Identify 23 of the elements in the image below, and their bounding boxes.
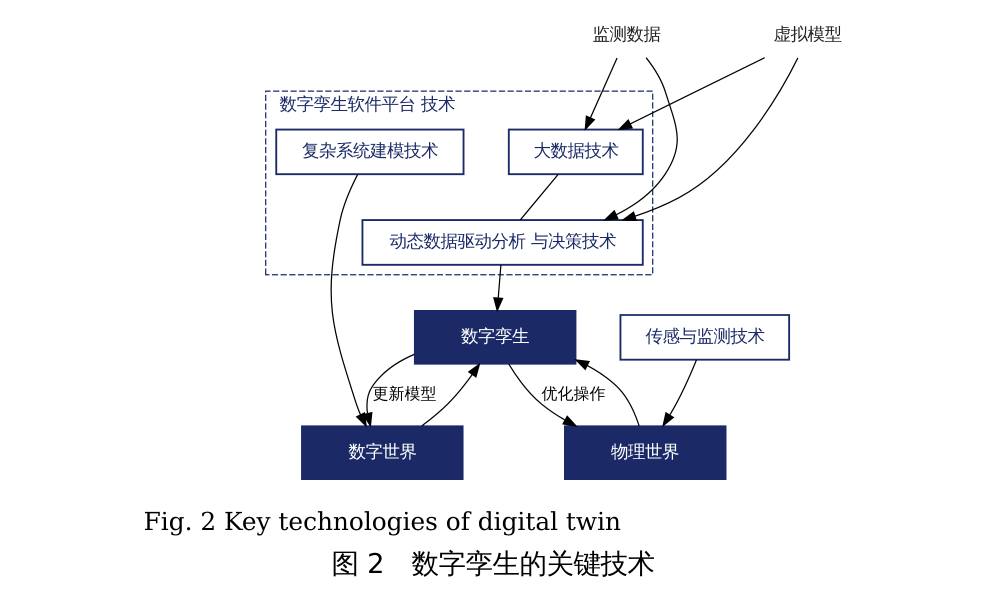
node-box: 大数据技术 [507, 128, 644, 176]
node-text: 监测数据 [592, 24, 660, 45]
node-box: 物理世界 [564, 425, 726, 480]
caption: 图 2 数字孪生的关键技术 [330, 549, 654, 580]
arrow [620, 58, 798, 222]
arrow [616, 57, 764, 130]
edge-label: 更新模型 [372, 384, 436, 404]
arrow [602, 57, 678, 221]
node-box: 数字世界 [300, 425, 464, 480]
node-text: 虚拟模型 [773, 24, 842, 45]
node-box: 数字孪生 [413, 310, 576, 365]
label: Fig. 2 Key technologies of digital twin [143, 507, 621, 536]
arrow [508, 364, 578, 427]
node-box: 复杂系统建模技术 [274, 128, 464, 176]
arrow [492, 265, 503, 312]
edge-label: 优化操作 [540, 384, 605, 404]
connector [519, 174, 558, 220]
node-box: 传感与监测技术 [619, 314, 790, 361]
node-box: 动态数据驱动分析 与决策技术 [361, 219, 644, 266]
arrow [420, 362, 480, 426]
arrow [574, 359, 640, 426]
arrow [662, 360, 696, 428]
arrow [584, 58, 618, 131]
